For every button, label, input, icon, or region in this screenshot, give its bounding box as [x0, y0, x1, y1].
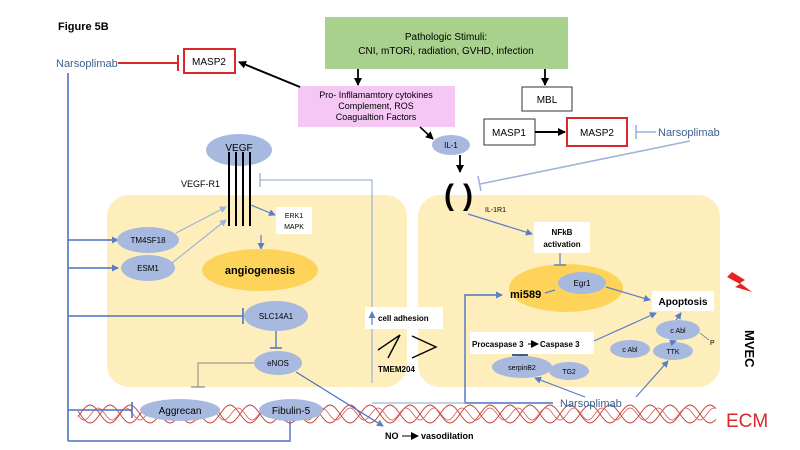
no-label: NO: [385, 431, 399, 441]
slc14a1-node: [244, 301, 308, 331]
slc14a1-label: SLC14A1: [259, 312, 294, 321]
stimuli-box: [325, 17, 568, 69]
masp1-box: [483, 118, 536, 146]
tg2-node: [549, 362, 589, 380]
arrow-esm1-receptor: [171, 219, 227, 264]
phospho-line: [699, 332, 710, 341]
il1r1-brace-left: (: [444, 179, 454, 212]
inhibit-bar-il1r1: [477, 175, 482, 192]
caspase3-label: Caspase 3: [540, 340, 580, 349]
narso-to-fibulin: [68, 420, 291, 442]
angiogenesis-node: [202, 249, 318, 291]
esm1-node: [121, 255, 175, 281]
masp2-left-box: [183, 48, 236, 74]
narsoplimab-right: Narsoplimab: [658, 127, 720, 139]
tmem204-label: TMEM204: [378, 365, 415, 374]
cytokines-line3: Coagualtion Factors: [336, 112, 417, 122]
il1-node: [432, 135, 470, 155]
ttk-node: [653, 342, 693, 360]
arrow-cabl-apoptosis: [674, 312, 682, 321]
fibulin5-node: [259, 399, 323, 421]
mvec-label: MVEC: [742, 330, 757, 368]
fibulin5-label: Fibulin-5: [272, 406, 311, 417]
narso-bottom-to-mi589: [464, 291, 553, 404]
nfkb-line2: activation: [543, 240, 580, 249]
mbl-box: [521, 86, 573, 112]
vegf-label: VEGF: [225, 143, 252, 154]
masp1-label: MASP1: [492, 128, 526, 139]
ecm-label: ECM: [726, 411, 768, 432]
nfkb-line1: NFkB: [552, 228, 573, 237]
serpinb2-node: [492, 356, 552, 378]
arrow-enos-no: [295, 371, 384, 427]
nfkb-box: [534, 222, 590, 253]
il1r1-label: IL-1R1: [485, 207, 506, 214]
figure-label: Figure 5B: [58, 21, 109, 33]
tmem204-shape-right: [411, 335, 438, 359]
arrow-caspase-apoptosis: [593, 312, 657, 342]
il1-label: IL-1: [444, 141, 458, 150]
mi589-label: mi589: [510, 289, 541, 301]
cell-adhesion-box: [365, 307, 443, 329]
inhibit-narso-il1r1: [479, 140, 691, 185]
narsoplimab-left: Narsoplimab: [56, 58, 118, 70]
arrow-vegfr1-erk1: [250, 204, 276, 216]
vegfr1-receptor: [228, 152, 251, 226]
tg2-label: TG2: [562, 369, 576, 376]
inhibit-enos-aggrecan: [197, 362, 254, 387]
tmem204-shape-left: [377, 334, 401, 359]
masp2-left-label: MASP2: [192, 57, 226, 68]
vegfr1-label: VEGF-R1: [181, 179, 220, 189]
angiogenesis-label: angiogenesis: [225, 265, 295, 277]
tm4sf18-node: [117, 227, 179, 253]
left-cell: [107, 195, 407, 387]
apoptosis-box: [652, 291, 714, 311]
cytokines-line1: Pro- Infllamamtory cytokines: [319, 90, 433, 100]
procaspase3-label: Procaspase 3: [472, 340, 524, 349]
narso-bottom-to-ttk: [635, 360, 669, 398]
mbl-label: MBL: [537, 95, 558, 106]
mapk-label: MAPK: [284, 224, 304, 231]
enos-node: [254, 351, 302, 375]
arrow-cytokines-masp2: [238, 60, 301, 88]
cytokines-line2: Complement, ROS: [338, 101, 414, 111]
narsoplimab-bottom: Narsoplimab: [560, 398, 622, 410]
inhibit-mi589-egr1: [544, 289, 556, 294]
arrow-ttk-cabl: [669, 339, 677, 347]
cabl-mid-node: [610, 340, 650, 358]
esm1-label: ESM1: [137, 264, 159, 273]
arrow-cytokines-il1: [419, 126, 434, 140]
arrow-tm4sf18-receptor: [175, 206, 227, 234]
narso-bottom-to-serpin: [534, 376, 586, 398]
cell-adhesion-label: cell adhesion: [378, 314, 429, 323]
aggrecan-node: [140, 399, 220, 421]
erk1-label: ERK1: [285, 213, 303, 220]
p-label: P: [710, 340, 715, 347]
masp2-right-box: [566, 117, 628, 147]
stimuli-line1: Pathologic Stimuli:: [405, 32, 487, 43]
ttk-label: TTK: [666, 349, 680, 356]
stimuli-line2: CNI, mTORi, radiation, GVHD, infection: [358, 46, 533, 57]
cabl-top-node: [656, 320, 700, 340]
erk1-box: [276, 207, 312, 234]
lightning-icon: [727, 272, 752, 292]
cabl-top-label: c Abl: [670, 328, 686, 335]
enos-label: eNOS: [267, 359, 289, 368]
egr1-label: Egr1: [574, 279, 591, 288]
tm4sf18-label: TM4SF18: [130, 236, 166, 245]
serpinb2-label: serpinB2: [508, 365, 536, 372]
vasodilation-label: vasodilation: [421, 431, 474, 441]
il1r1-brace-right: ): [463, 179, 473, 212]
egr1-node: [558, 272, 606, 294]
arrow-il1r1-nfkb: [467, 213, 533, 236]
arrow-egr1-apoptosis: [605, 286, 651, 302]
cabl-mid-label: c Abl: [622, 347, 638, 354]
masp2-right-label: MASP2: [580, 128, 614, 139]
apoptosis-label: Apoptosis: [659, 297, 708, 308]
aggrecan-label: Aggrecan: [159, 406, 202, 417]
vegf-node: [206, 134, 272, 166]
cytokines-box: [298, 86, 455, 127]
